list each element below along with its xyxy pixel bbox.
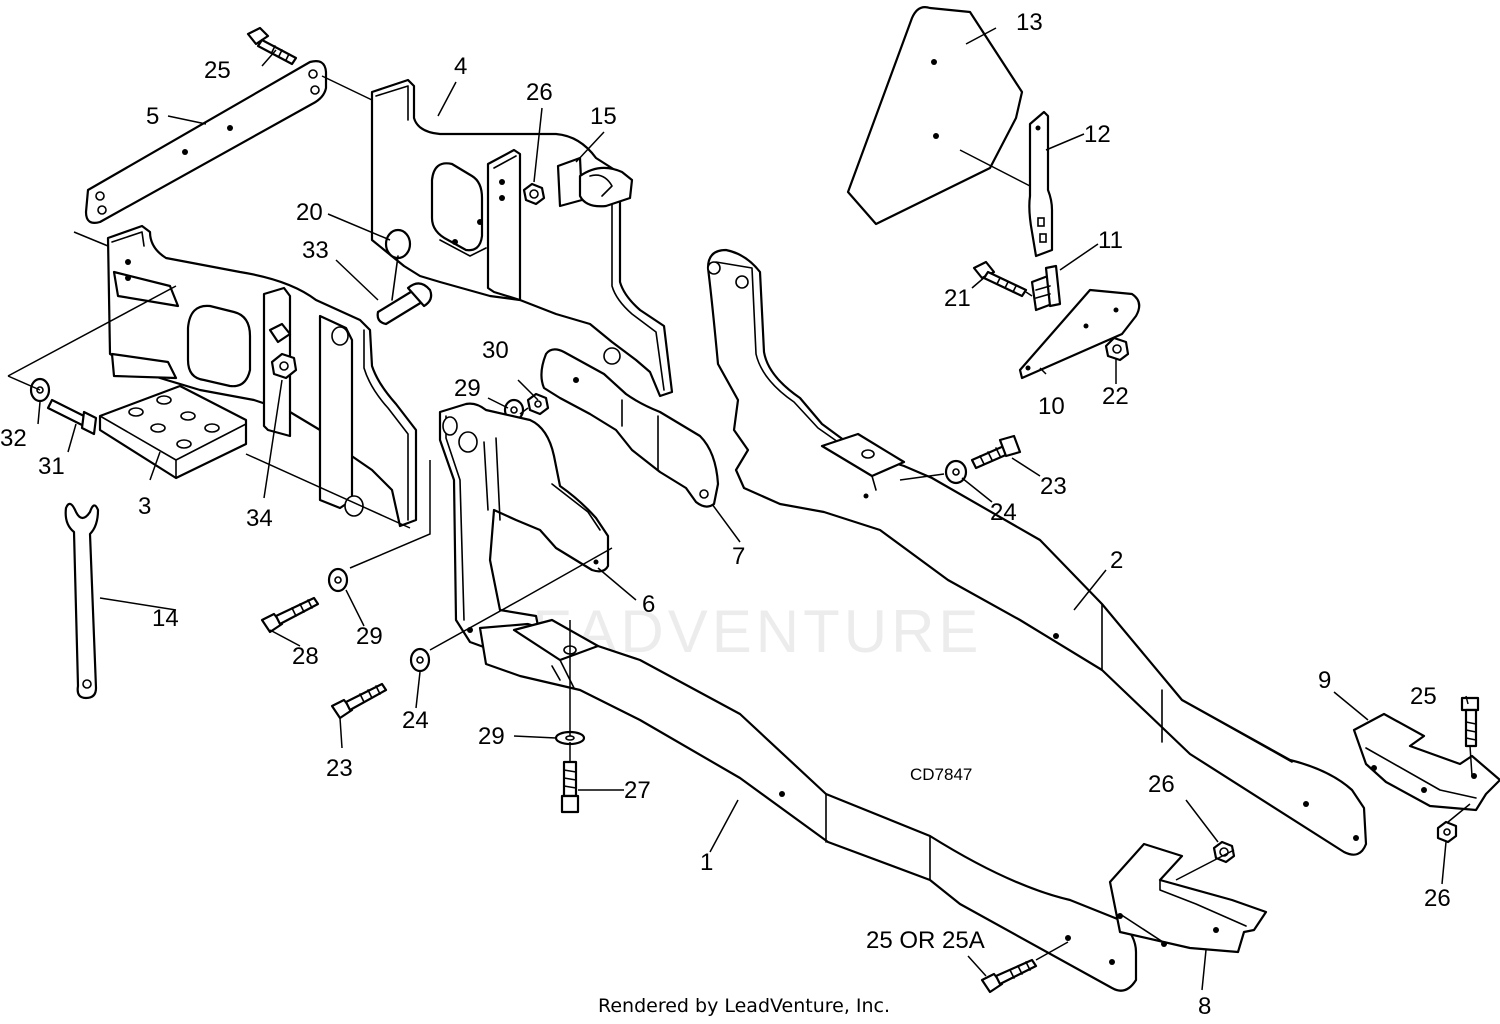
callout-2: 2	[1110, 547, 1123, 574]
part-3-step-plate	[98, 384, 248, 480]
callout-1: 1	[700, 849, 713, 876]
drawing-number: CD7847	[910, 765, 972, 784]
callout-26-right: 26	[1424, 885, 1451, 912]
part-11-hinge	[1030, 264, 1062, 312]
callout-6: 6	[642, 591, 655, 618]
part-32-washer	[29, 377, 51, 403]
callout-23-right: 23	[1040, 473, 1067, 500]
callout-27: 27	[624, 777, 651, 804]
callout-15: 15	[590, 103, 617, 130]
callout-labels: 1 2 3 4 5 6 7 8 9 10 11 12 13 14 15 20 2…	[0, 9, 1451, 1020]
part-7-link	[540, 348, 720, 508]
part-26-nut-upper	[522, 182, 546, 206]
callout-7: 7	[732, 543, 745, 570]
callout-3: 3	[138, 493, 151, 520]
leader-lines	[7, 75, 1473, 961]
part-2-frame-rail	[706, 248, 1368, 856]
callout-22: 22	[1102, 383, 1129, 410]
part-13-panel	[846, 6, 1024, 226]
part-10-plate	[1018, 288, 1141, 380]
part-22-nut	[1104, 336, 1130, 362]
callout-30: 30	[482, 337, 509, 364]
part-15-clip	[556, 156, 634, 208]
callout-9: 9	[1318, 667, 1331, 694]
part-3-frame-bracket	[106, 224, 418, 528]
callout-13: 13	[1016, 9, 1043, 36]
callout-pointers	[37, 27, 1469, 991]
callout-33: 33	[302, 237, 329, 264]
part-8-bracket	[1108, 842, 1268, 954]
part-26-nut-right	[1436, 820, 1458, 844]
callout-28: 28	[292, 643, 319, 670]
callout-24-left: 24	[402, 707, 429, 734]
callout-31: 31	[38, 453, 65, 480]
part-25-bolt-top	[246, 26, 298, 66]
part-34-castle-nut	[270, 352, 298, 380]
callout-29-mid: 29	[356, 623, 383, 650]
callout-25-top: 25	[204, 57, 231, 84]
callout-23-left: 23	[326, 755, 353, 782]
part-24-washer-left	[409, 647, 431, 673]
part-4-bracket-plate	[370, 78, 674, 398]
part-30-nut	[526, 392, 550, 416]
callout-10: 10	[1038, 393, 1065, 420]
footer-credit: Rendered by LeadVenture, Inc.	[598, 995, 890, 1017]
part-27-bolt	[560, 760, 580, 814]
part-23-bolt-right	[970, 434, 1022, 470]
part-12-strap	[1028, 110, 1054, 258]
part-20-lynch-pin	[384, 228, 412, 301]
part-6-mount-bracket	[438, 402, 610, 652]
part-25-bolt-right	[1460, 696, 1480, 748]
part-29-washer-mid	[327, 567, 349, 593]
part-33-clevis-pin	[376, 282, 433, 326]
part-9-bracket	[1352, 712, 1500, 812]
part-1-tab	[512, 618, 600, 689]
callout-25-or-25a: 25 OR 25A	[866, 927, 985, 954]
part-5-flat-bar	[84, 60, 328, 224]
callout-26-lower: 26	[1148, 771, 1175, 798]
part-23-bolt-left	[330, 682, 388, 720]
callout-29-upper: 29	[454, 375, 481, 402]
callout-26-upper: 26	[526, 79, 553, 106]
callout-29-lower: 29	[478, 723, 505, 750]
part-2-tab	[820, 432, 906, 491]
callout-34: 34	[246, 505, 273, 532]
part-28-bolt	[260, 596, 320, 634]
callout-11: 11	[1098, 227, 1123, 254]
callout-24-right: 24	[990, 499, 1017, 526]
callout-14: 14	[152, 605, 179, 632]
part-31-bolt	[46, 398, 98, 436]
callout-32: 32	[0, 425, 27, 452]
callout-20: 20	[296, 199, 323, 226]
callout-5: 5	[146, 103, 159, 130]
callout-8: 8	[1198, 993, 1211, 1020]
callout-4: 4	[454, 53, 467, 80]
callout-12: 12	[1084, 121, 1111, 148]
callout-25-right: 25	[1410, 683, 1437, 710]
part-25-bolt-lower	[980, 958, 1038, 994]
part-24-washer-right	[944, 459, 968, 485]
callout-21: 21	[944, 285, 971, 312]
part-14-wrench	[64, 502, 100, 700]
